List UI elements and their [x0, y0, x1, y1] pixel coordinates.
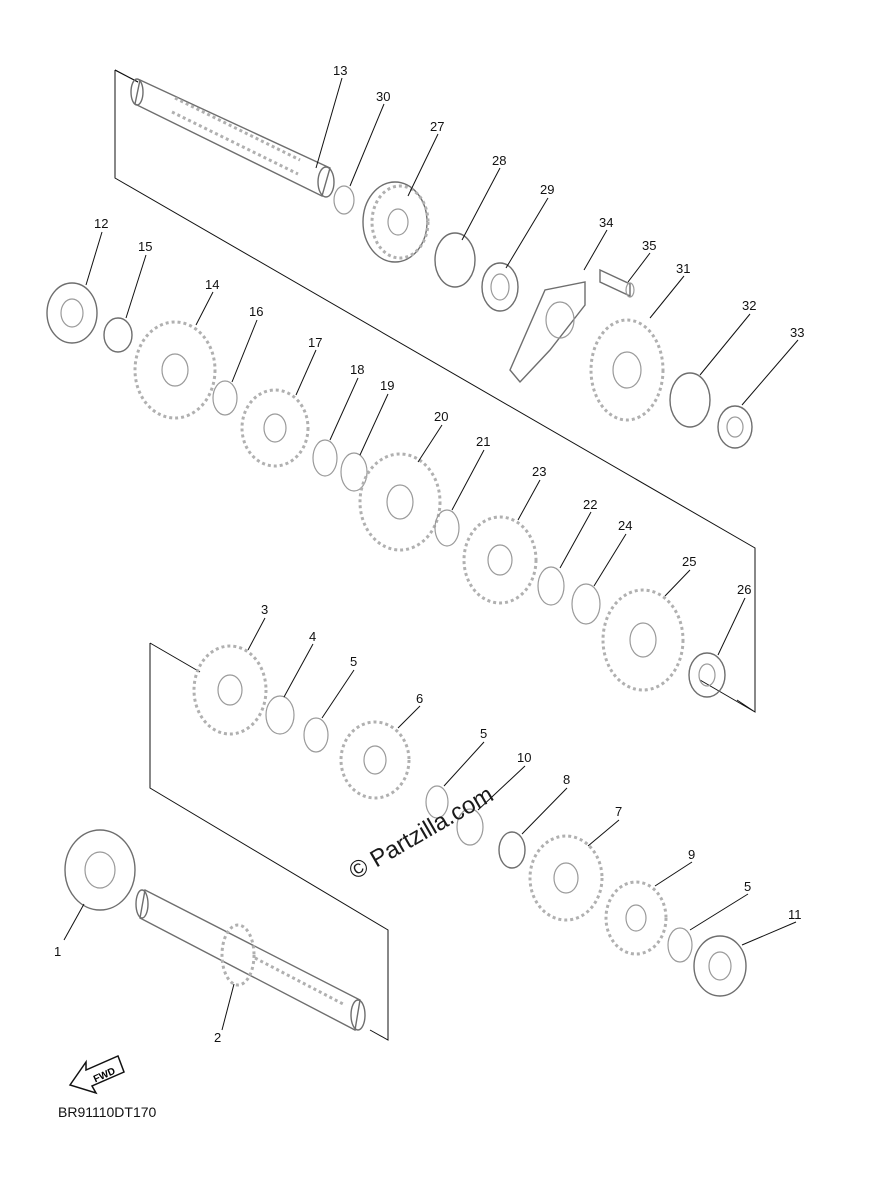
callout-1: 1	[54, 944, 61, 959]
callout-27: 27	[430, 119, 444, 134]
callout-33: 33	[790, 325, 804, 340]
part-4-washer	[265, 695, 295, 735]
callout-5-a: 5	[350, 654, 357, 669]
callout-26: 26	[737, 582, 751, 597]
part-7-gear	[528, 834, 604, 922]
callout-13: 13	[333, 63, 347, 78]
callout-5-c: 5	[744, 879, 751, 894]
part-19-circlip	[340, 452, 368, 492]
callout-5-b: 5	[480, 726, 487, 741]
part-10-washer	[456, 808, 484, 846]
callout-31: 31	[676, 261, 690, 276]
part-16-circlip	[212, 380, 238, 416]
callout-28: 28	[492, 153, 506, 168]
part-5-circlip-b	[425, 785, 449, 819]
callout-9: 9	[688, 847, 695, 862]
part-26-bearing	[688, 652, 726, 698]
part-9-gear	[604, 880, 668, 956]
part-25-gear	[601, 588, 685, 692]
part-3-gear	[192, 644, 268, 736]
part-35-bolt	[599, 268, 635, 298]
lower-assembly-frame-outline	[149, 642, 389, 1041]
part-27-gear	[362, 181, 430, 263]
callout-3: 3	[261, 602, 268, 617]
part-20-gear	[358, 452, 442, 552]
part-23-gear	[462, 515, 538, 605]
upper-assembly-frame-outline	[114, 69, 756, 713]
callout-29: 29	[540, 182, 554, 197]
callout-20: 20	[434, 409, 448, 424]
callout-2: 2	[214, 1030, 221, 1045]
callout-25: 25	[682, 554, 696, 569]
callout-4: 4	[309, 629, 316, 644]
part-24-washer	[571, 583, 601, 625]
callout-21: 21	[476, 434, 490, 449]
part-21-circlip	[434, 509, 460, 547]
part-14-gear	[133, 320, 217, 420]
watermark: © Partzilla.com	[345, 781, 499, 885]
part-11-bearing	[693, 935, 747, 997]
callout-32: 32	[742, 298, 756, 313]
callout-16: 16	[249, 304, 263, 319]
part-6-gear	[339, 720, 411, 800]
part-31-sprocket	[589, 318, 665, 422]
callout-6: 6	[416, 691, 423, 706]
part-30-circlip	[333, 185, 355, 215]
callout-11: 11	[788, 907, 802, 922]
callout-numbers: 13 30 27 28 29 34 35 31 32 33 12 15 14 1…	[54, 63, 804, 1045]
callout-30: 30	[376, 89, 390, 104]
part-12-bearing	[46, 282, 98, 344]
callout-19: 19	[380, 378, 394, 393]
callout-8: 8	[563, 772, 570, 787]
callout-15: 15	[138, 239, 152, 254]
callout-7: 7	[615, 804, 622, 819]
part-33-nut	[717, 405, 753, 449]
part-1-bearing	[64, 829, 136, 911]
fwd-arrow-icon: FWD	[68, 1054, 125, 1095]
part-17-gear	[240, 388, 310, 468]
callout-18: 18	[350, 362, 364, 377]
part-18-washer	[312, 439, 338, 477]
callout-10: 10	[517, 750, 531, 765]
callout-14: 14	[205, 277, 219, 292]
part-2-drive-axle	[135, 888, 366, 1032]
callout-22: 22	[583, 497, 597, 512]
callout-12: 12	[94, 216, 108, 231]
part-28-washer	[434, 232, 476, 288]
part-13-main-axle	[130, 78, 335, 198]
callout-24: 24	[618, 518, 632, 533]
part-8-collar	[498, 831, 526, 869]
callout-23: 23	[532, 464, 546, 479]
callout-17: 17	[308, 335, 322, 350]
diagram-code: BR91110DT170	[58, 1104, 157, 1120]
part-15-collar	[103, 317, 133, 353]
part-22-circlip	[537, 566, 565, 606]
part-5-circlip-c	[667, 927, 693, 963]
part-32-washer	[669, 372, 711, 428]
callout-34: 34	[599, 215, 613, 230]
part-29-bearing	[481, 262, 519, 312]
part-34-lock-plate	[509, 281, 586, 384]
leader-lines	[63, 77, 799, 1031]
callout-35: 35	[642, 238, 656, 253]
part-5-circlip-a	[303, 717, 329, 753]
